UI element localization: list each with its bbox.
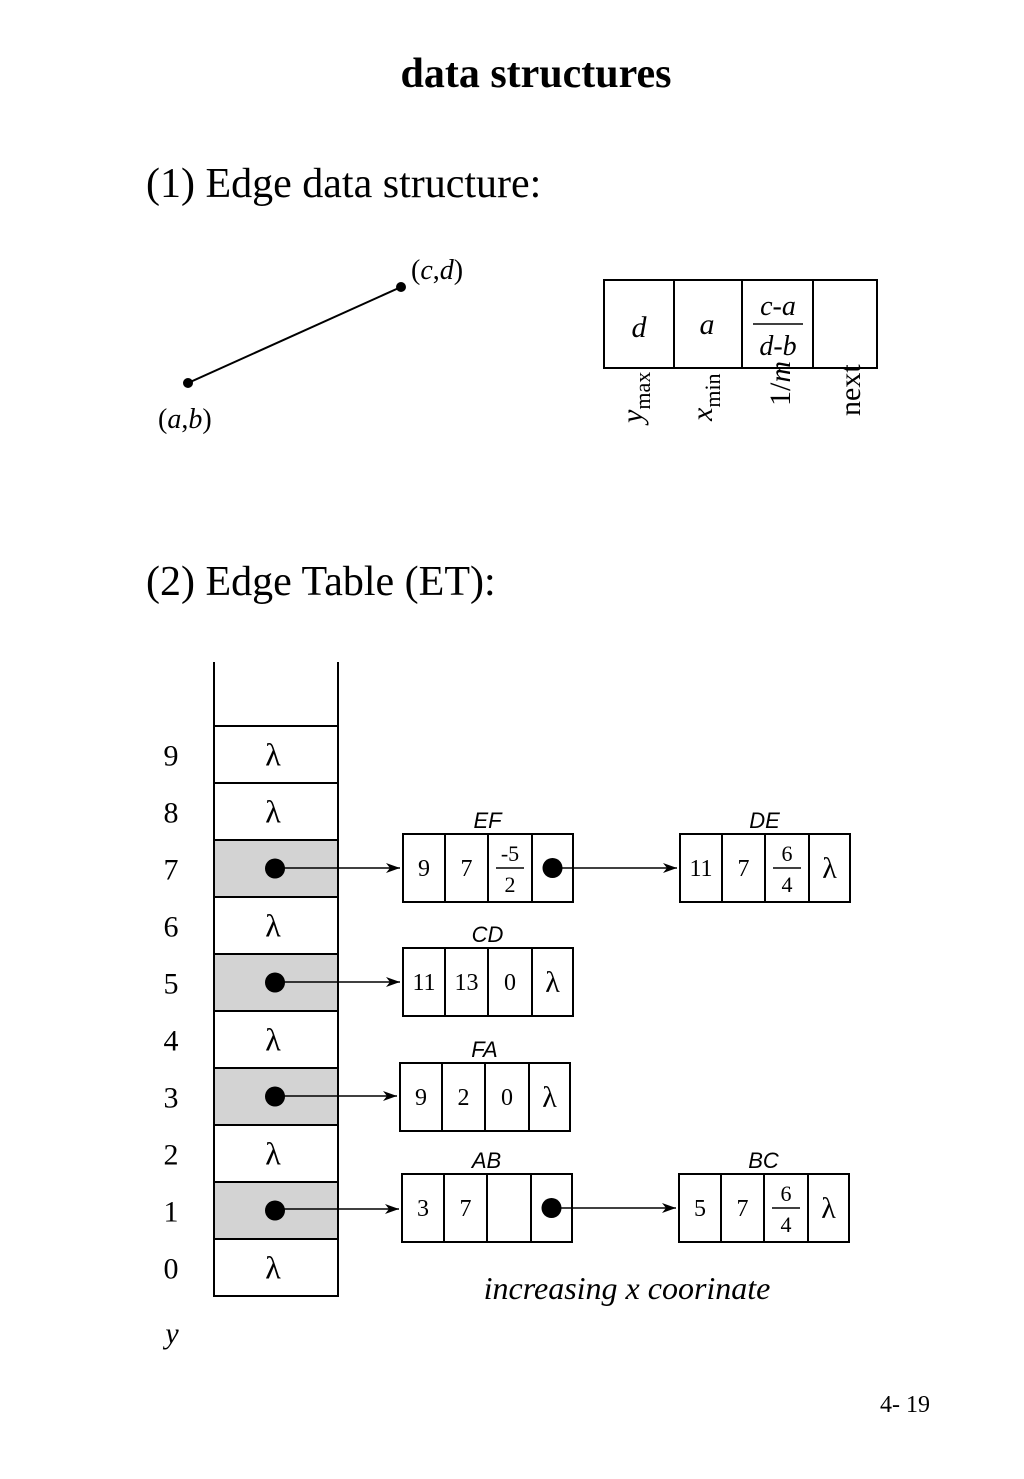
row-index-label: 7 [164, 854, 179, 887]
node-slope-denominator: 4 [781, 1212, 792, 1237]
node-next-pointer-dot [541, 1198, 562, 1218]
endpoint-low-dot [183, 378, 193, 388]
node-slope-numerator: 6 [782, 841, 793, 866]
row-index-label: 6 [164, 911, 179, 944]
section-1-heading: (1) Edge data structure: [146, 161, 542, 207]
edge-table: 9 λ 8 λ 7 6 λ 5 4 λ 3 2 λ 1 0 λ [164, 662, 339, 1297]
page-number: 4- 19 [880, 1392, 930, 1418]
y-axis-label: y [162, 1317, 179, 1350]
null-symbol: λ [265, 737, 281, 773]
section-2-heading: (2) Edge Table (ET): [146, 559, 496, 605]
row-index-label: 9 [164, 740, 179, 773]
node-next-null: λ [545, 966, 560, 999]
node-label: AB [470, 1148, 501, 1173]
node-slope-numerator: 6 [781, 1181, 792, 1206]
endpoint-high-dot [396, 282, 406, 292]
node-label: FA [471, 1037, 497, 1062]
node-xmin: 7 [460, 1196, 472, 1222]
node-xmin: 7 [738, 856, 750, 882]
row-index-label: 1 [164, 1196, 179, 1229]
edge-node-bc: BC 5 7 6 4 λ [678, 1148, 850, 1243]
null-symbol: λ [265, 1250, 281, 1286]
row-index-label: 0 [164, 1253, 179, 1286]
pointer-dot [265, 1200, 285, 1221]
node-label: DE [749, 808, 780, 833]
node-ymax: 9 [418, 856, 430, 882]
table-cell-4 [213, 1010, 339, 1069]
node-next-null: λ [821, 1192, 836, 1225]
row-index-label: 5 [164, 968, 179, 1001]
table-cell-6 [213, 896, 339, 955]
node-next-null: λ [822, 852, 837, 885]
record-ymax-value: d [632, 311, 648, 344]
node-label: BC [748, 1148, 779, 1173]
record-slope-denominator: d-b [759, 331, 796, 362]
node-xmin: 7 [737, 1196, 749, 1222]
x-direction-caption: increasing x coorinate [484, 1270, 771, 1306]
endpoint-low-label: (a,b) [158, 404, 212, 435]
record-xmin-value: a [700, 308, 715, 341]
node-slope: 0 [504, 970, 516, 996]
node-slope-denominator: 2 [505, 872, 516, 897]
node-slope-numerator: -5 [501, 841, 519, 866]
node-next-pointer-dot [542, 858, 563, 878]
row-index-label: 2 [164, 1139, 179, 1172]
table-cell-2 [213, 1124, 339, 1183]
page-title: data structures [400, 51, 672, 97]
node-label: CD [472, 922, 504, 947]
edge-node-ab: AB 3 7 [401, 1148, 573, 1243]
field-label-next: next [834, 364, 867, 416]
node-slope-denominator: 4 [782, 872, 793, 897]
edge-node-cd: CD 11 13 0 λ [402, 922, 574, 1017]
null-symbol: λ [265, 794, 281, 830]
row-index-label: 8 [164, 797, 179, 830]
row-index-label: 3 [164, 1082, 179, 1115]
field-label-xmin: xmin [686, 373, 725, 422]
field-label-slope: 1/m [764, 361, 797, 406]
node-label: EF [473, 808, 503, 833]
node-xmin: 2 [458, 1085, 470, 1111]
edge-node-ef: EF 9 7 -5 2 [402, 808, 574, 903]
null-symbol: λ [265, 1136, 281, 1172]
null-symbol: λ [265, 908, 281, 944]
record-slope-numerator: c-a [760, 291, 796, 322]
node-ymax: 11 [412, 970, 435, 996]
edge-line [187, 286, 402, 384]
node-slope: 0 [501, 1085, 513, 1111]
row-index-label: 4 [164, 1025, 179, 1058]
table-cell-0 [213, 1238, 339, 1297]
node-ymax: 11 [689, 856, 712, 882]
node-ymax: 3 [417, 1196, 429, 1222]
node-ymax: 9 [415, 1085, 427, 1111]
edge-node-fa: FA 9 2 0 λ [399, 1037, 571, 1132]
node-ymax: 5 [694, 1196, 706, 1222]
node-xmin: 13 [455, 970, 479, 996]
node-next-null: λ [542, 1081, 557, 1114]
field-label-ymax: ymax [616, 372, 655, 426]
node-xmin: 7 [461, 856, 473, 882]
endpoint-high-label: (c,d) [411, 255, 463, 286]
table-cell-9 [213, 725, 339, 784]
null-symbol: λ [265, 1022, 281, 1058]
edge-node-de: DE 11 7 6 4 λ [679, 808, 851, 903]
edge-record-box [603, 279, 878, 369]
edge-record: d a c-a d-b ymax xmin 1/m next [603, 279, 878, 426]
edge-illustration: (a,b) (c,d) [158, 255, 463, 435]
